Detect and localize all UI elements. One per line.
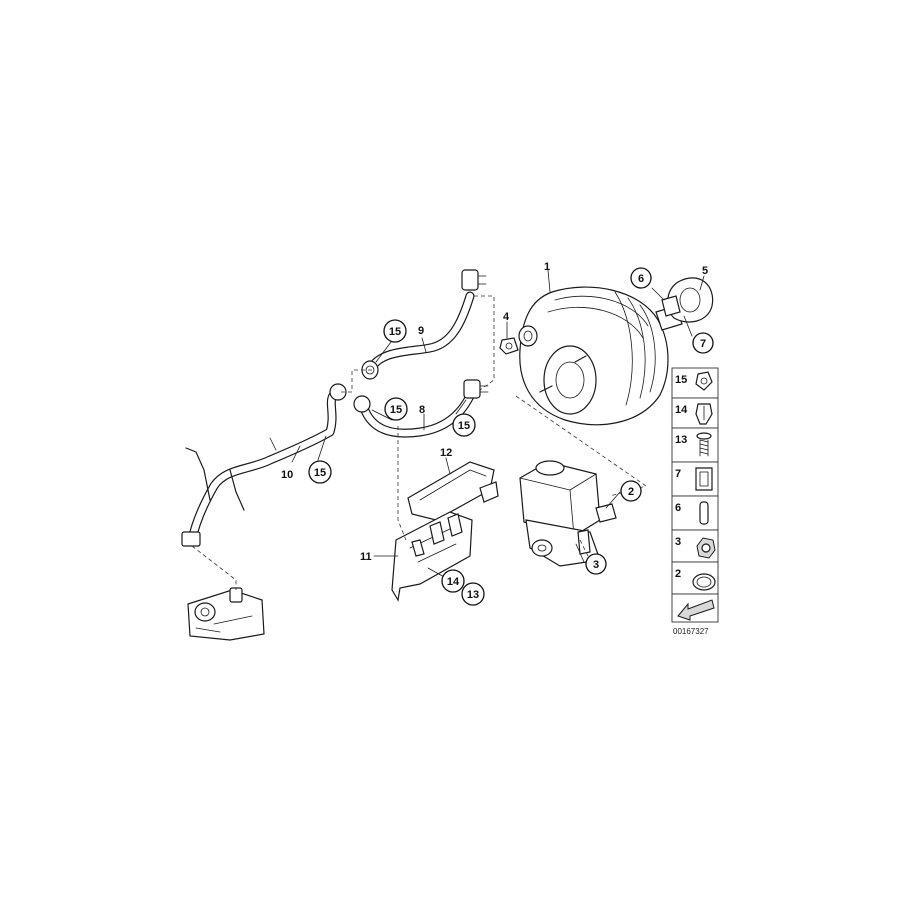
label-part-1: 1 <box>544 261 550 273</box>
label-part-9: 9 <box>418 325 424 337</box>
svg-text:6: 6 <box>638 273 644 285</box>
callout-15-hose-8-left: 15 <box>384 397 408 421</box>
screw-washer-icon <box>696 432 712 457</box>
svg-text:2: 2 <box>675 568 681 580</box>
svg-text:3: 3 <box>593 559 599 571</box>
label-part-10: 10 <box>281 469 293 481</box>
legend-arrow-box <box>671 593 719 623</box>
arrow-icon <box>677 599 715 621</box>
svg-text:2: 2 <box>628 486 634 498</box>
legend-item-13: 13 <box>671 427 719 463</box>
clip-icon <box>695 467 713 491</box>
leader-lines <box>291 269 705 579</box>
callout-15-hose-9: 15 <box>383 319 407 343</box>
svg-text:3: 3 <box>675 536 681 548</box>
legend-item-15: 15 <box>671 367 719 399</box>
callout-2: 2 <box>620 480 642 502</box>
vacuum-hose-8 <box>353 379 489 438</box>
brake-booster <box>518 286 683 426</box>
label-part-4: 4 <box>503 311 510 323</box>
nut-part-4 <box>499 337 519 355</box>
callout-6: 6 <box>630 267 652 289</box>
svg-text:13: 13 <box>467 589 479 601</box>
svg-text:14: 14 <box>675 404 688 416</box>
svg-text:7: 7 <box>700 338 706 350</box>
diagram-reference-number: 00167327 <box>673 627 709 636</box>
hex-nut-icon <box>696 537 716 559</box>
master-cylinder <box>519 460 617 567</box>
svg-text:15: 15 <box>458 420 470 432</box>
svg-text:15: 15 <box>675 374 687 386</box>
callout-3: 3 <box>585 553 607 575</box>
svg-text:14: 14 <box>447 576 460 588</box>
pin-icon <box>699 501 709 525</box>
hose-clamp-icon <box>695 371 713 391</box>
vacuum-pump <box>187 587 265 641</box>
svg-text:13: 13 <box>675 434 687 446</box>
legend-item-14: 14 <box>671 397 719 429</box>
callout-15-hose-10: 15 <box>308 460 332 484</box>
label-part-5: 5 <box>702 265 708 277</box>
label-part-8: 8 <box>419 404 425 416</box>
heat-shield <box>391 461 499 602</box>
label-part-11: 11 <box>360 551 372 563</box>
legend-item-6: 6 <box>671 495 719 531</box>
svg-text:6: 6 <box>675 502 681 514</box>
vacuum-hose-9 <box>361 269 487 380</box>
label-part-12: 12 <box>440 447 452 459</box>
legend-item-7: 7 <box>671 461 719 497</box>
callout-13: 13 <box>461 582 485 606</box>
vacuum-hose-10 <box>181 383 347 547</box>
legend-item-3: 3 <box>671 529 719 563</box>
callout-14: 14 <box>441 569 465 593</box>
callout-15-hose-8-right: 15 <box>452 413 476 437</box>
svg-text:15: 15 <box>314 467 326 479</box>
svg-text:7: 7 <box>675 468 681 480</box>
svg-text:15: 15 <box>389 326 401 338</box>
legend-item-2: 2 <box>671 561 719 595</box>
clip-nut-icon <box>695 403 713 425</box>
parts-legend: 15 14 13 <box>671 367 719 623</box>
svg-text:15: 15 <box>390 404 402 416</box>
callout-7: 7 <box>692 332 714 354</box>
o-ring-icon <box>692 573 716 591</box>
gasket-plate <box>661 277 714 323</box>
